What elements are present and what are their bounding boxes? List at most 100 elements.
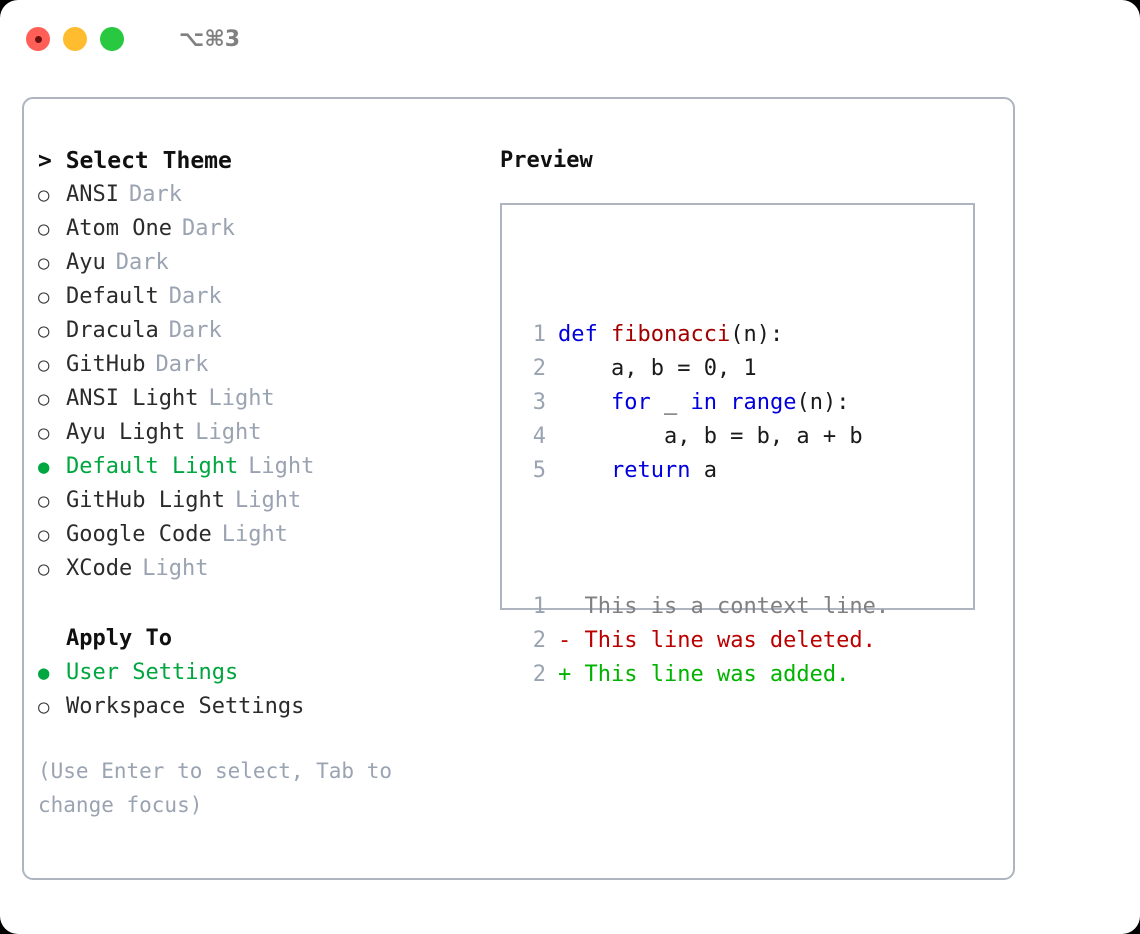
code-line: 3 for _ in range(n): (516, 386, 889, 420)
code-token: a, b = 0, 1 (558, 356, 757, 381)
theme-category-tag: Light (248, 454, 315, 479)
title-bar: ⌥⌘3 (0, 0, 1140, 78)
line-number: 1 (532, 594, 546, 619)
code-token: in (690, 390, 717, 415)
theme-name: Dracula (66, 318, 159, 343)
apply-to-label: Workspace Settings (66, 694, 305, 719)
theme-name: GitHub Light (66, 488, 225, 513)
theme-name: Default Light (66, 454, 239, 479)
theme-category-tag: Light (234, 488, 302, 513)
radio-unselected-icon[interactable]: ○ (38, 320, 50, 342)
apply-to-list[interactable]: ● User Settings ○ Workspace Settings (38, 656, 488, 724)
maximize-window-icon[interactable] (100, 27, 124, 51)
close-window-icon[interactable] (26, 27, 50, 51)
line-number: 2 (532, 628, 546, 653)
line-number: 2 (532, 662, 546, 687)
code-token: a (690, 458, 717, 483)
code-text: a, b = 0, 1 (558, 352, 757, 386)
code-token: return (610, 458, 691, 483)
code-token: _ (650, 390, 691, 415)
radio-unselected-icon[interactable]: ○ (38, 252, 50, 274)
radio-unselected-icon[interactable]: ○ (38, 696, 50, 718)
preview-title: Preview (500, 148, 593, 173)
code-token: fibonacci (610, 322, 731, 347)
line-number: 5 (532, 458, 546, 483)
radio-selected-icon[interactable]: ● (38, 662, 50, 684)
theme-category-tag: Dark (155, 352, 209, 377)
minimize-window-icon[interactable] (63, 27, 87, 51)
theme-list-item[interactable]: ○ ANSI Dark (38, 178, 488, 212)
theme-name: ANSI (66, 182, 119, 207)
radio-unselected-icon[interactable]: ○ (38, 490, 50, 512)
theme-category-tag: Light (195, 420, 262, 445)
apply-to-item[interactable]: ○ Workspace Settings (38, 690, 488, 724)
code-token (558, 458, 611, 483)
diff-content: This is a context line. (584, 594, 890, 619)
code-text: def fibonacci(n): (558, 318, 783, 352)
theme-category-tag: Light (208, 386, 275, 411)
diff-marker (558, 594, 585, 619)
radio-unselected-icon[interactable]: ○ (38, 558, 50, 580)
diff-sample: 1 This is a context line.2- This line wa… (516, 590, 889, 692)
radio-unselected-icon[interactable]: ○ (38, 184, 50, 206)
line-number: 4 (532, 424, 546, 449)
theme-list-item[interactable]: ● Default Light Light (38, 450, 488, 484)
radio-unselected-icon[interactable]: ○ (38, 524, 50, 546)
diff-line: 1 This is a context line. (516, 590, 889, 624)
code-token (558, 390, 611, 415)
code-text: for _ in range(n): (558, 386, 849, 420)
code-text: return a (558, 454, 717, 488)
theme-category-tag: Dark (128, 182, 182, 207)
diff-content: This line was deleted. (584, 628, 876, 653)
code-token: for (610, 390, 651, 415)
theme-category-tag: Light (221, 522, 288, 547)
theme-name: Google Code (66, 522, 212, 547)
theme-category-tag: Dark (168, 284, 222, 309)
apply-to-label: User Settings (66, 660, 239, 685)
diff-content: This line was added. (584, 662, 850, 687)
code-token: def (558, 322, 611, 347)
apply-to-item[interactable]: ● User Settings (38, 656, 488, 690)
code-text: a, b = b, a + b (558, 420, 863, 454)
diff-line: 2+ This line was added. (516, 658, 889, 692)
theme-list-item[interactable]: ○ ANSI Light Light (38, 382, 488, 416)
line-number: 3 (532, 390, 546, 415)
theme-name: Default (66, 284, 159, 309)
theme-name: Ayu Light (66, 420, 186, 445)
theme-list-item[interactable]: ○ GitHub Light Light (38, 484, 488, 518)
diff-line: 2- This line was deleted. (516, 624, 889, 658)
code-token (717, 390, 730, 415)
code-token: range (730, 390, 797, 415)
code-token: a, b = b, a + b (558, 424, 863, 449)
keyboard-shortcut-label: ⌥⌘3 (179, 26, 241, 52)
theme-list-item[interactable]: ○ Ayu Light Light (38, 416, 488, 450)
theme-list-item[interactable]: ○ Default Dark (38, 280, 488, 314)
keyboard-hint: (Use Enter to select, Tab to change focu… (38, 759, 405, 817)
radio-unselected-icon[interactable]: ○ (38, 354, 50, 376)
radio-unselected-icon[interactable]: ○ (38, 286, 50, 308)
code-token: (n): (730, 322, 784, 347)
theme-name: ANSI Light (66, 386, 199, 411)
theme-list-header: > Select Theme (38, 148, 232, 174)
theme-list-item[interactable]: ○ Google Code Light (38, 518, 488, 552)
radio-selected-icon[interactable]: ● (38, 456, 50, 478)
theme-name: XCode (66, 556, 133, 581)
line-number: 2 (532, 356, 546, 381)
radio-unselected-icon[interactable]: ○ (38, 422, 50, 444)
radio-unselected-icon[interactable]: ○ (38, 388, 50, 410)
radio-unselected-icon[interactable]: ○ (38, 218, 50, 240)
